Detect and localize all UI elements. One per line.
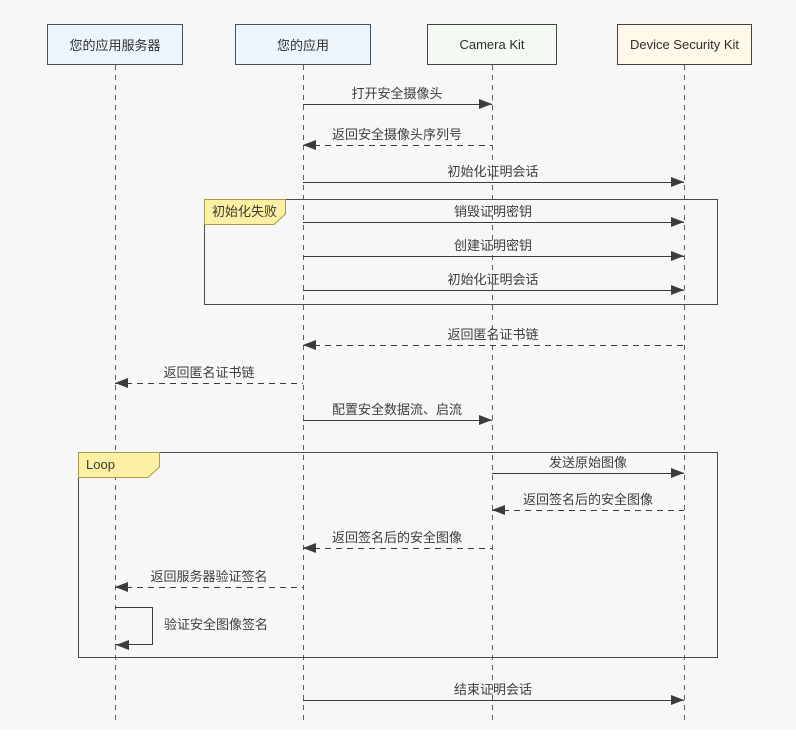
actor-app-label: 您的应用 — [276, 38, 329, 53]
message-line — [303, 700, 684, 701]
message-label: 配置安全数据流、启流 — [331, 402, 463, 417]
message-label: 结束证明会话 — [453, 682, 533, 697]
message-label: 验证安全图像签名 — [164, 617, 269, 632]
actor-device-security-kit: Device Security Kit — [617, 24, 752, 65]
arrowhead-right-icon — [479, 415, 492, 425]
message-line — [303, 104, 492, 105]
arrowhead-left-icon — [115, 582, 128, 592]
message-line — [303, 256, 684, 257]
arrowhead-left-icon — [116, 640, 129, 650]
message-label: 初始化证明会话 — [447, 272, 539, 287]
arrowhead-right-icon — [671, 217, 684, 227]
message-line — [303, 182, 684, 183]
message-label: 销毁证明密钥 — [453, 204, 533, 219]
message-line — [303, 548, 492, 549]
arrowhead-right-icon — [671, 468, 684, 478]
arrowhead-left-icon — [303, 340, 316, 350]
message-label: 初始化证明会话 — [447, 164, 539, 179]
message-line — [115, 383, 303, 384]
message-label: 发送原始图像 — [548, 455, 628, 470]
message-line — [492, 510, 684, 511]
fragment-init-fail — [204, 199, 718, 305]
lifeline-camera-kit — [492, 65, 493, 722]
fragment-loop — [78, 452, 718, 658]
lifeline-app-server — [115, 65, 116, 722]
actor-app-server-label: 您的应用服务器 — [69, 38, 161, 53]
message-label: 返回签名后的安全图像 — [331, 530, 463, 545]
message-label: 创建证明密钥 — [453, 238, 533, 253]
arrowhead-left-icon — [303, 140, 316, 150]
message-line — [303, 222, 684, 223]
arrowhead-right-icon — [479, 99, 492, 109]
fragment-init-fail-label: 初始化失败 — [212, 204, 278, 219]
actor-camera-kit: Camera Kit — [427, 24, 557, 65]
arrowhead-right-icon — [671, 285, 684, 295]
message-label: 返回签名后的安全图像 — [522, 492, 654, 507]
message-line — [303, 420, 492, 421]
message-line — [115, 587, 303, 588]
message-line — [303, 290, 684, 291]
actor-app: 您的应用 — [235, 24, 371, 65]
arrowhead-left-icon — [492, 505, 505, 515]
message-label: 打开安全摄像头 — [351, 86, 443, 101]
fragment-loop-tag — [78, 452, 160, 478]
lifeline-app — [303, 65, 304, 722]
lifeline-device-security-kit — [684, 65, 685, 722]
actor-app-server: 您的应用服务器 — [47, 24, 183, 65]
actor-device-security-kit-label: Device Security Kit — [629, 37, 740, 52]
self-message-line — [115, 607, 153, 645]
message-label: 返回匿名证书链 — [447, 327, 539, 342]
actor-camera-kit-label: Camera Kit — [459, 37, 525, 52]
message-line — [492, 473, 684, 474]
message-label: 返回服务器验证签名 — [150, 569, 268, 584]
message-line — [303, 145, 492, 146]
message-label: 返回匿名证书链 — [163, 365, 255, 380]
arrowhead-right-icon — [671, 251, 684, 261]
arrowhead-right-icon — [671, 177, 684, 187]
arrowhead-left-icon — [115, 378, 128, 388]
bottom-margin — [0, 729, 796, 739]
fragment-loop-label: Loop — [86, 457, 115, 472]
message-label: 返回安全摄像头序列号 — [331, 127, 463, 142]
arrowhead-left-icon — [303, 543, 316, 553]
message-line — [303, 345, 684, 346]
arrowhead-right-icon — [671, 695, 684, 705]
fragment-init-fail-tag — [204, 199, 286, 225]
